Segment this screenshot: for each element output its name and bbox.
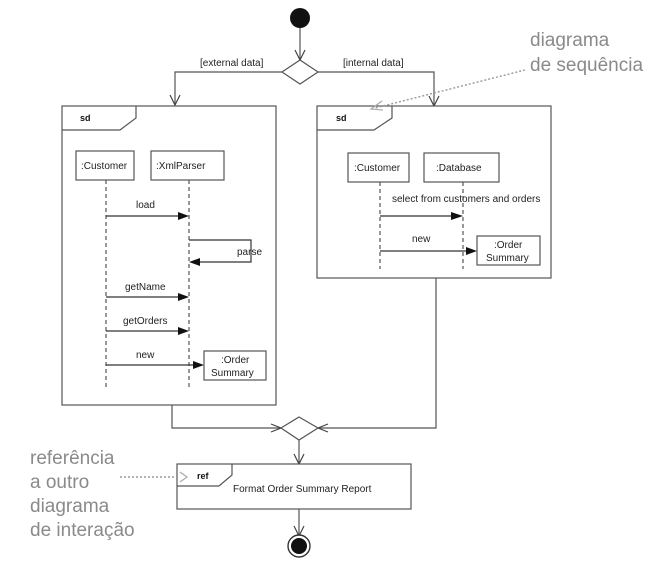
arrowhead-icon xyxy=(178,212,189,220)
arrowhead-icon xyxy=(169,94,181,107)
ref-label: Format Order Summary Report xyxy=(233,484,372,495)
lifeline-label: :Customer xyxy=(354,163,401,174)
annotation-reference-line2: a outro xyxy=(30,472,89,493)
decision-node xyxy=(280,59,320,85)
lifeline-head xyxy=(423,152,500,183)
lifeline-head xyxy=(75,150,135,181)
arrowhead-icon xyxy=(193,361,204,369)
message-label: new xyxy=(136,350,155,361)
flow-internal-branch xyxy=(318,71,435,106)
created-object-line1: :Order xyxy=(221,355,250,366)
message-label: parse xyxy=(237,247,262,258)
created-object-line2: Summary xyxy=(211,368,254,379)
message-label: select from customers and orders xyxy=(392,194,540,205)
merge-node xyxy=(279,416,320,441)
arrowhead-icon xyxy=(369,100,384,111)
annotation-pointer-sequence xyxy=(374,69,526,109)
sequence-frame-left: sd :Customer :XmlParser load parse getNa… xyxy=(61,105,277,406)
annotation-sequence-line2: de sequência xyxy=(530,55,643,76)
message-label: load xyxy=(136,200,155,211)
annotation-reference-line4: de interação xyxy=(30,520,135,541)
final-node-dot xyxy=(291,538,307,554)
arrowhead-icon xyxy=(189,258,200,266)
flow-external-branch xyxy=(174,71,282,105)
guard-internal: [internal data] xyxy=(343,58,404,69)
message-label: getOrders xyxy=(123,316,167,327)
initial-node xyxy=(290,8,310,28)
arrowhead-icon xyxy=(466,247,477,255)
created-object xyxy=(203,350,267,381)
lifeline-label: :Database xyxy=(436,163,482,174)
lifeline-head xyxy=(150,150,225,181)
frame-tag: ref xyxy=(197,471,210,481)
flow-left-to-merge xyxy=(171,405,281,429)
lifeline-label: :Customer xyxy=(81,161,128,172)
arrowhead-icon xyxy=(179,471,189,483)
guard-external: [external data] xyxy=(200,58,264,69)
annotation-sequence-line1: diagrama xyxy=(530,30,610,51)
arrowhead-icon xyxy=(178,327,189,335)
arrowhead-icon xyxy=(451,212,463,220)
frame-tag: sd xyxy=(336,113,347,123)
interaction-use-ref: ref Format Order Summary Report xyxy=(176,463,412,510)
lifeline-label: :XmlParser xyxy=(156,161,206,172)
flow-right-to-merge xyxy=(318,278,437,429)
annotation-reference-line3: diagrama xyxy=(30,496,110,517)
created-object xyxy=(476,235,541,266)
message-label: getName xyxy=(125,282,166,293)
annotation-reference-line1: referência xyxy=(30,448,115,469)
message-label: new xyxy=(412,234,431,245)
sequence-frame-right: sd :Customer :Database select from custo… xyxy=(316,105,552,279)
created-object-line2: Summary xyxy=(486,253,529,264)
lifeline-head xyxy=(347,152,410,183)
self-message-arrow xyxy=(189,239,252,263)
created-object-line1: :Order xyxy=(494,240,523,251)
arrowhead-icon xyxy=(178,293,189,301)
frame-tag: sd xyxy=(80,113,91,123)
